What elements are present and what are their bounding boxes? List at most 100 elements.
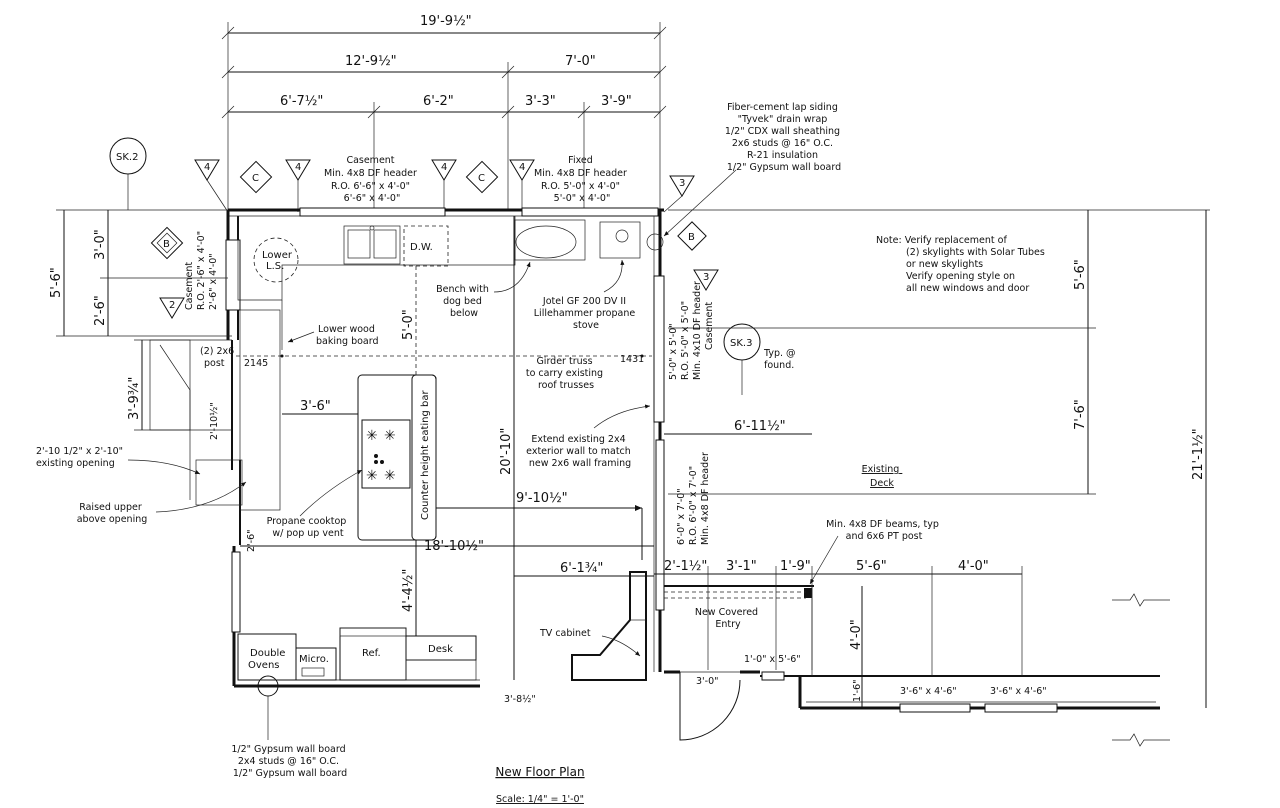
svg-text:✳: ✳ xyxy=(384,468,396,484)
dim-18-10: 18'-10½" xyxy=(424,539,484,554)
note-right-casement: 5'-0" x 5'-0" R.O. 5'-0" x 5'-0" Min. 4x… xyxy=(668,278,715,380)
note-entry-window: 1'-0" x 5'-6" xyxy=(744,654,801,665)
window-tags: C C B B 4 4 4 4 xyxy=(109,137,761,395)
note-lower-wood: Lower wood baking board xyxy=(316,324,379,347)
note-post: (2) 2x6 post xyxy=(200,346,237,369)
walls xyxy=(225,207,1210,747)
dim-5-6-deck: 5'-6" xyxy=(856,559,887,574)
label-ref: Ref. xyxy=(362,648,381,659)
tag-4-c: 4 xyxy=(431,159,457,212)
dim-6-1: 6'-1¾" xyxy=(560,561,603,576)
dim-1-6: 1'-6" xyxy=(852,680,863,703)
dim-4-4: 4'-4½" xyxy=(401,569,416,612)
dim-2-6-counter: 2'-6" xyxy=(246,530,257,553)
dim-left-3-9: 3'-9¾" xyxy=(127,377,142,420)
svg-text:4: 4 xyxy=(295,162,301,173)
note-skylights: Note: Verify replacement of (2) skylight… xyxy=(876,235,1048,294)
dim-left-3-0: 3'-0" xyxy=(93,229,108,260)
note-cooktop: Propane cooktop w/ pop up vent xyxy=(267,516,350,539)
dim-seg-c: 3'-3" xyxy=(525,94,556,109)
post-num-left: 2145 xyxy=(244,358,268,369)
note-left-casement: Casement R.O. 2'-6" x 4'-0" 2'-6" x 4'-0… xyxy=(184,228,219,310)
svg-text:B: B xyxy=(688,232,695,243)
dim-3-1: 3'-1" xyxy=(726,559,757,574)
tag-b-left: B xyxy=(150,226,184,260)
dim-seg-d: 3'-9" xyxy=(601,94,632,109)
dim-left-5-6: 5'-6" xyxy=(49,267,64,298)
svg-text:SK.2: SK.2 xyxy=(116,152,138,163)
svg-text:SK.3: SK.3 xyxy=(730,338,752,349)
note-raised-upper: Raised upper above opening xyxy=(77,502,148,525)
title-block: New Floor Plan Scale: 1/4" = 1'-0" xyxy=(495,765,584,805)
note-covered-entry: New Covered Entry xyxy=(695,607,761,630)
dim-left-section: 12'-9½" xyxy=(345,54,397,69)
dim-door-3-0: 3'-0" xyxy=(696,676,719,687)
svg-text:3: 3 xyxy=(703,272,709,283)
dim-5-0: 5'-0" xyxy=(401,309,416,340)
svg-text:B: B xyxy=(163,239,170,250)
plan-scale: Scale: 1/4" = 1'-0" xyxy=(496,794,584,805)
label-micro: Micro. xyxy=(299,654,329,665)
svg-text:4: 4 xyxy=(204,162,210,173)
svg-text:✳: ✳ xyxy=(366,428,378,444)
dim-right-21-1: 21'-1½" xyxy=(1191,428,1206,480)
note-deck-window-2: 3'-6" x 4'-6" xyxy=(990,686,1047,697)
tag-c-right: C xyxy=(465,160,499,194)
note-extend-wall: Extend existing 2x4 exterior wall to mat… xyxy=(526,434,634,469)
post-num-right: 1431 xyxy=(620,354,644,365)
tag-2: 2 xyxy=(159,297,185,319)
dim-overall: 19'-9½" xyxy=(420,14,472,29)
dim-3-6: 3'-6" xyxy=(300,399,331,414)
tag-4-a: 4 xyxy=(194,159,229,213)
dim-2-1: 2'-1½" xyxy=(664,559,707,574)
note-siding: Fiber-cement lap siding "Tyvek" drain wr… xyxy=(725,102,843,173)
dim-3-8: 3'-8½" xyxy=(504,694,536,705)
dim-seg-a: 6'-7½" xyxy=(280,94,323,109)
note-existing-deck: Existing Deck xyxy=(862,464,903,489)
svg-text:✳: ✳ xyxy=(384,428,396,444)
tag-b-right: B xyxy=(677,221,707,251)
note-bench: Bench with dog bed below xyxy=(436,284,492,319)
svg-text:4: 4 xyxy=(519,162,525,173)
label-desk: Desk xyxy=(428,644,453,655)
section-tag-sk2: SK.2 xyxy=(109,137,147,210)
note-deck-window-1: 3'-6" x 4'-6" xyxy=(900,686,957,697)
dim-9-10: 9'-10½" xyxy=(516,491,568,506)
label-dw: D.W. xyxy=(410,242,433,253)
section-tag-sk3: SK.3 xyxy=(723,323,761,395)
tag-3-a: 3 xyxy=(663,175,695,213)
dim-4-0-deck: 4'-0" xyxy=(958,559,989,574)
plan-title: New Floor Plan xyxy=(495,765,584,779)
label-eating-bar: Counter height eating bar xyxy=(420,389,431,520)
dim-seg-b: 6'-2" xyxy=(423,94,454,109)
dim-1-9: 1'-9" xyxy=(780,559,811,574)
tag-4-d: 4 xyxy=(509,159,535,212)
note-stove: Jotel GF 200 DV II Lillehammer propane s… xyxy=(534,296,638,331)
cooktop-burners-icon: ✳ ✳ ✳ ✳ xyxy=(366,428,396,484)
svg-text:C: C xyxy=(252,173,259,184)
svg-text:✳: ✳ xyxy=(366,468,378,484)
dim-6-11: 6'-11½" xyxy=(734,419,786,434)
note-beams: Min. 4x8 DF beams, typ and 6x6 PT post xyxy=(826,519,942,542)
dim-left-2-6: 2'-6" xyxy=(93,295,108,326)
dim-4-0-vert: 4'-0" xyxy=(849,619,864,650)
svg-text:C: C xyxy=(478,173,485,184)
note-girder: Girder truss to carry existing roof trus… xyxy=(526,356,606,391)
note-fixed-header: Fixed Min. 4x8 DF header R.O. 5'-0" x 4'… xyxy=(534,155,630,204)
tag-c-left: C xyxy=(239,160,273,194)
note-casement-header: Casement Min. 4x8 DF header R.O. 6'-6" x… xyxy=(324,155,420,204)
note-lower-casement: 6'-0" x 7'-0" R.O. 6'-0" x 7'-0" Min. 4x… xyxy=(676,452,711,545)
svg-text:4: 4 xyxy=(441,162,447,173)
note-gyp-bottom: 1/2" Gypsum wall board 2x4 studs @ 16" O… xyxy=(231,744,348,779)
annotation-notes: Casement Min. 4x8 DF header R.O. 6'-6" x… xyxy=(36,102,1048,779)
dim-20-10: 20'-10" xyxy=(499,428,514,475)
top-dimensions: 19'-9½" 12'-9½" 7'-0" 6'-7½" 6'-2" 3'-3"… xyxy=(221,14,667,210)
tag-3-b: 3 xyxy=(693,269,719,291)
dim-right-section: 7'-0" xyxy=(565,54,596,69)
dim-wall-small: 2'-10½" xyxy=(209,402,220,440)
note-typ-found: Typ. @ found. xyxy=(763,348,799,371)
note-existing-opening: 2'-10 1/2" x 2'-10" existing opening xyxy=(36,446,126,469)
